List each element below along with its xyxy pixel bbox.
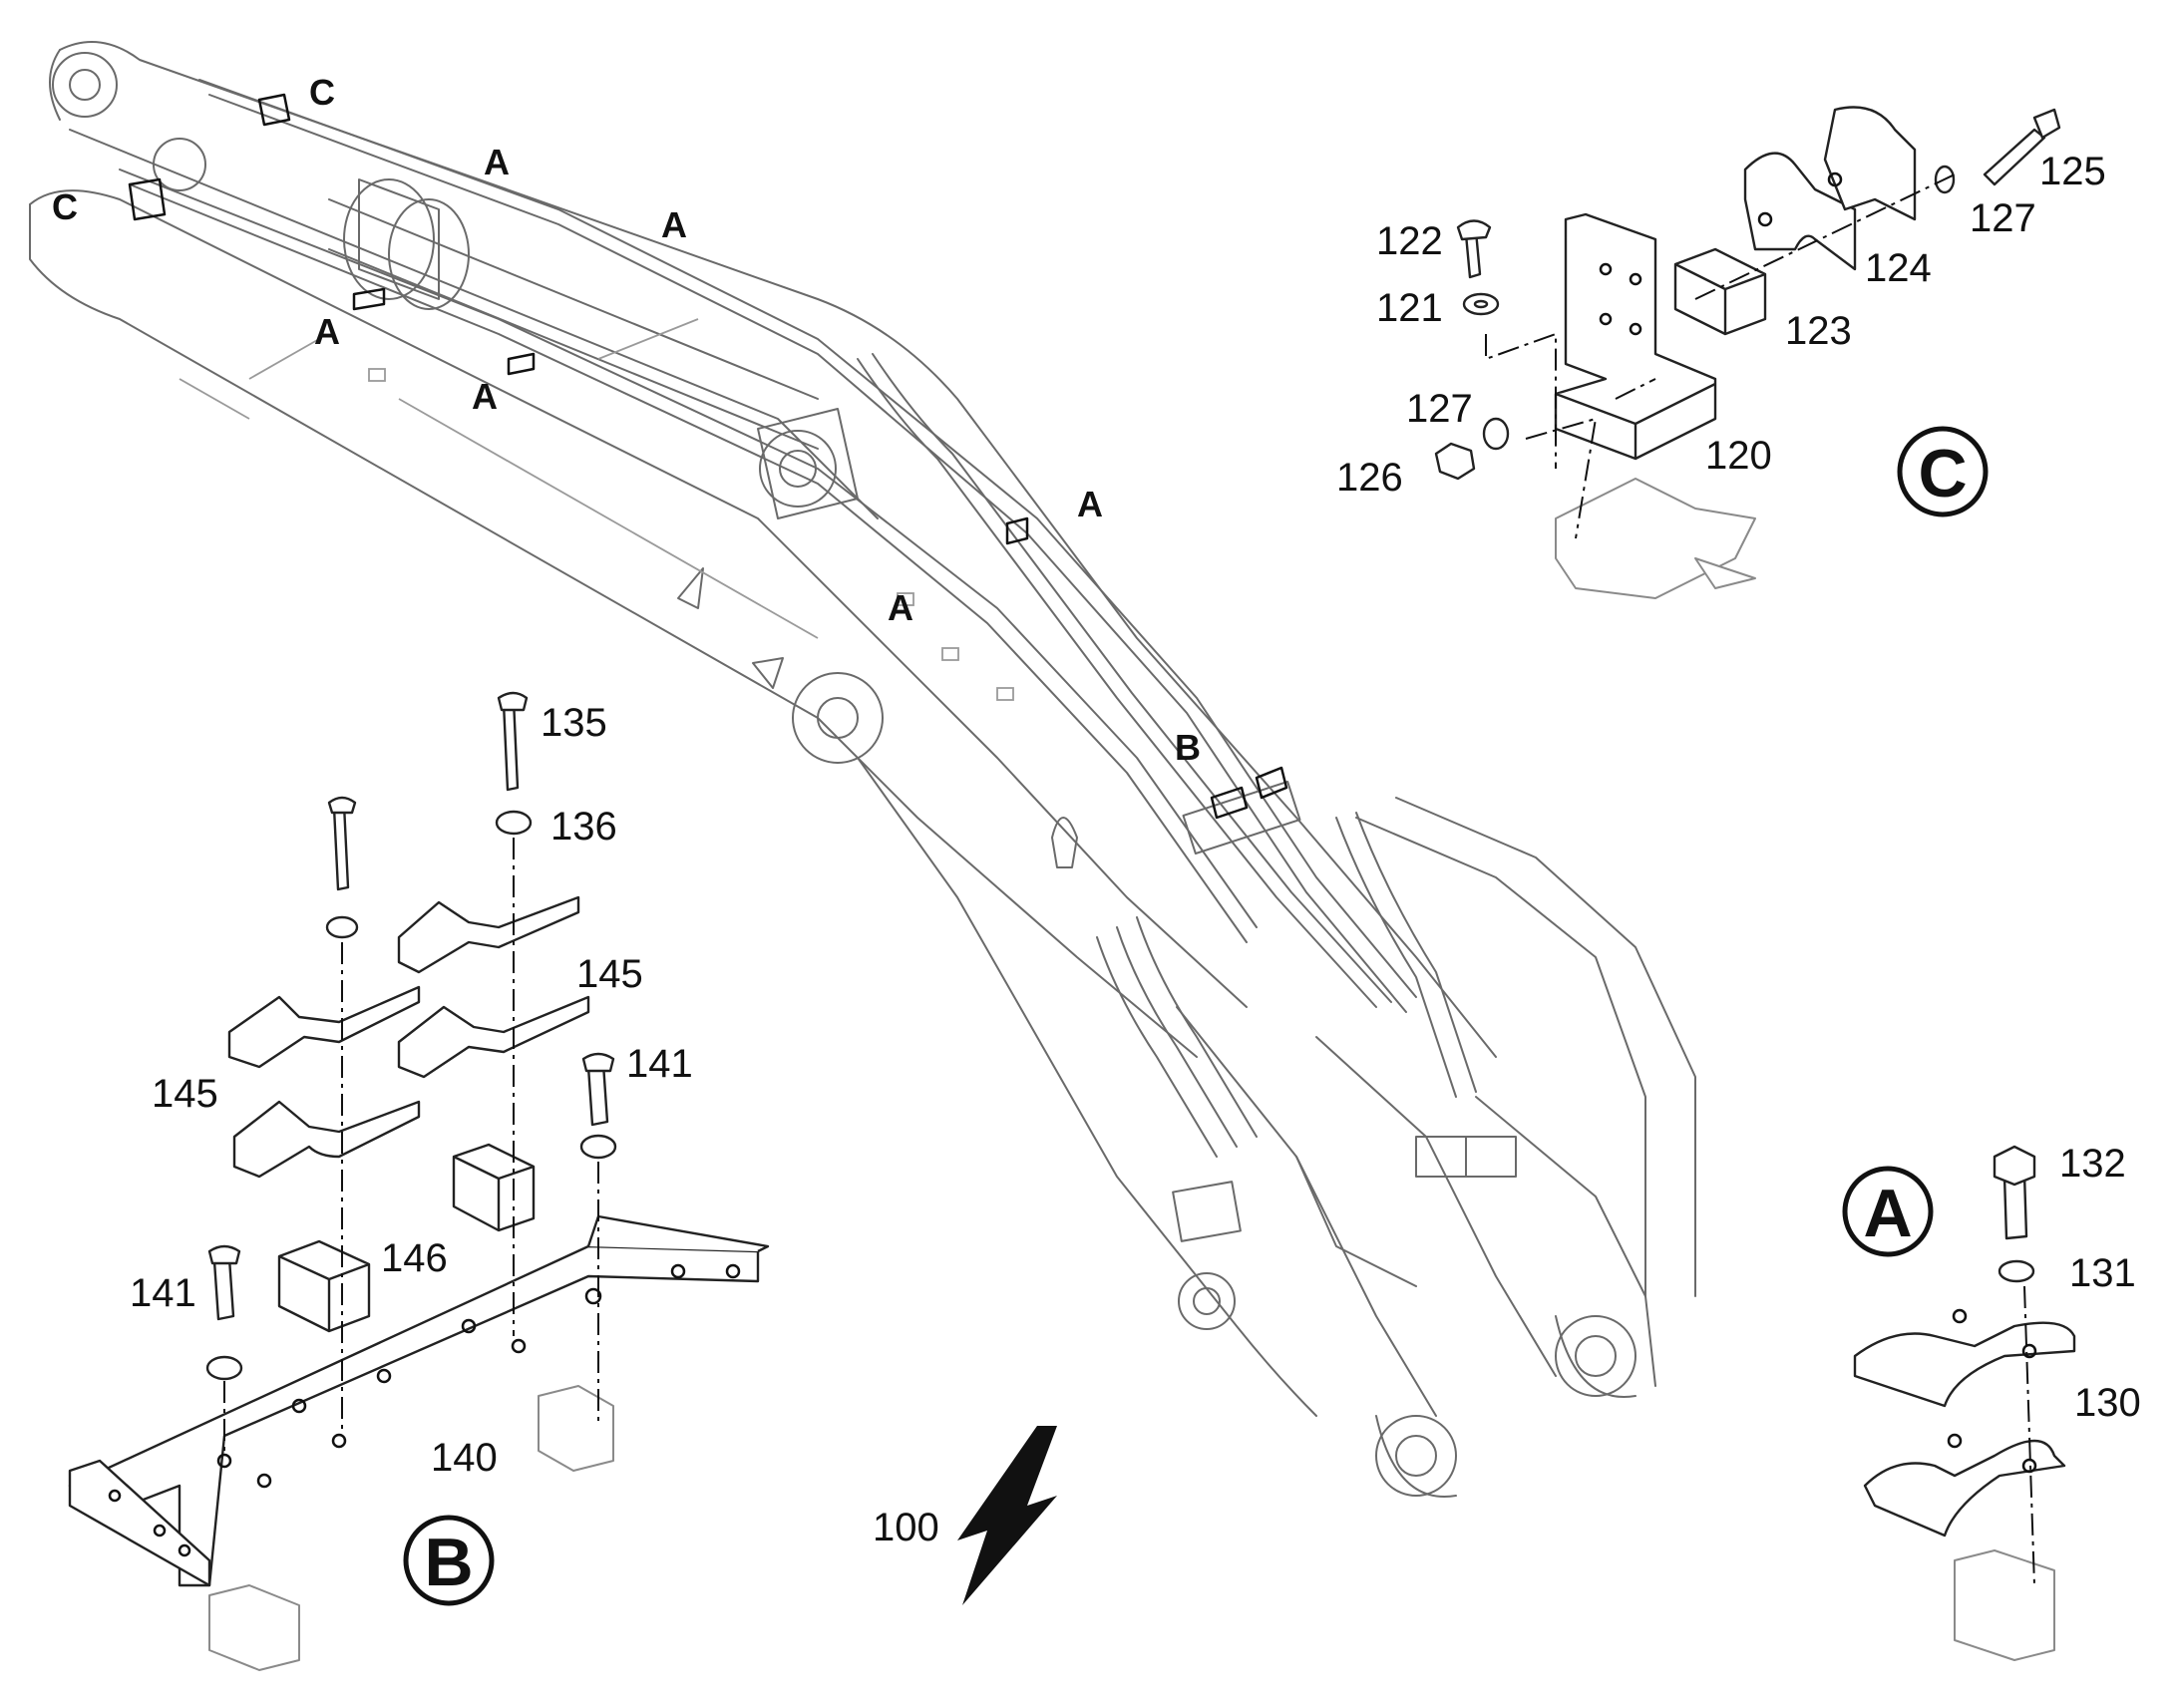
part-label-123: 123 <box>1785 309 1852 353</box>
part-label-146: 146 <box>381 1236 448 1280</box>
tag-a-6: A <box>888 587 913 628</box>
detail-b-assembly <box>68 691 770 1671</box>
part-label-131: 131 <box>2069 1251 2136 1295</box>
part-label-125: 125 <box>2039 150 2106 193</box>
part-label-121: 121 <box>1376 286 1443 330</box>
part-label-140: 140 <box>431 1436 498 1480</box>
part-label-132: 132 <box>2059 1142 2126 1186</box>
tag-c-2: C <box>52 186 78 227</box>
part-label-136: 136 <box>550 805 617 849</box>
part-label-145-right: 145 <box>576 952 643 996</box>
svg-text:C: C <box>1918 436 1967 512</box>
part-label-126: 126 <box>1336 456 1403 500</box>
tag-a-3: A <box>314 311 340 352</box>
boom-assembly-drawing <box>29 41 1696 1498</box>
tag-c-1: C <box>309 72 335 113</box>
part-label-145-left: 145 <box>152 1072 218 1116</box>
part-label-141-right: 141 <box>626 1042 693 1086</box>
tag-a-2: A <box>661 204 687 245</box>
part-label-124: 124 <box>1865 246 1932 290</box>
lightning-symbol <box>957 1426 1057 1605</box>
tag-a-4: A <box>472 376 498 417</box>
tag-b-1: B <box>1175 727 1201 768</box>
part-label-141-left: 141 <box>130 1271 196 1315</box>
detail-marker-b: B <box>403 1515 495 1606</box>
part-label-127-lower: 127 <box>1406 387 1473 431</box>
part-label-135: 135 <box>541 701 607 745</box>
part-label-122: 122 <box>1376 219 1443 263</box>
svg-text:B: B <box>424 1525 473 1600</box>
part-label-120: 120 <box>1705 434 1772 478</box>
detail-a-assembly <box>1853 1145 2076 1661</box>
part-label-127-upper: 127 <box>1970 196 2036 240</box>
tag-a-5: A <box>1077 484 1103 524</box>
detail-c-assembly <box>1434 106 2061 599</box>
detail-marker-a: A <box>1842 1166 1934 1257</box>
svg-text:A: A <box>1863 1176 1912 1251</box>
detail-marker-c: C <box>1897 426 1989 517</box>
part-label-100: 100 <box>873 1506 939 1549</box>
part-label-130: 130 <box>2074 1381 2141 1425</box>
tag-a-1: A <box>484 142 510 182</box>
